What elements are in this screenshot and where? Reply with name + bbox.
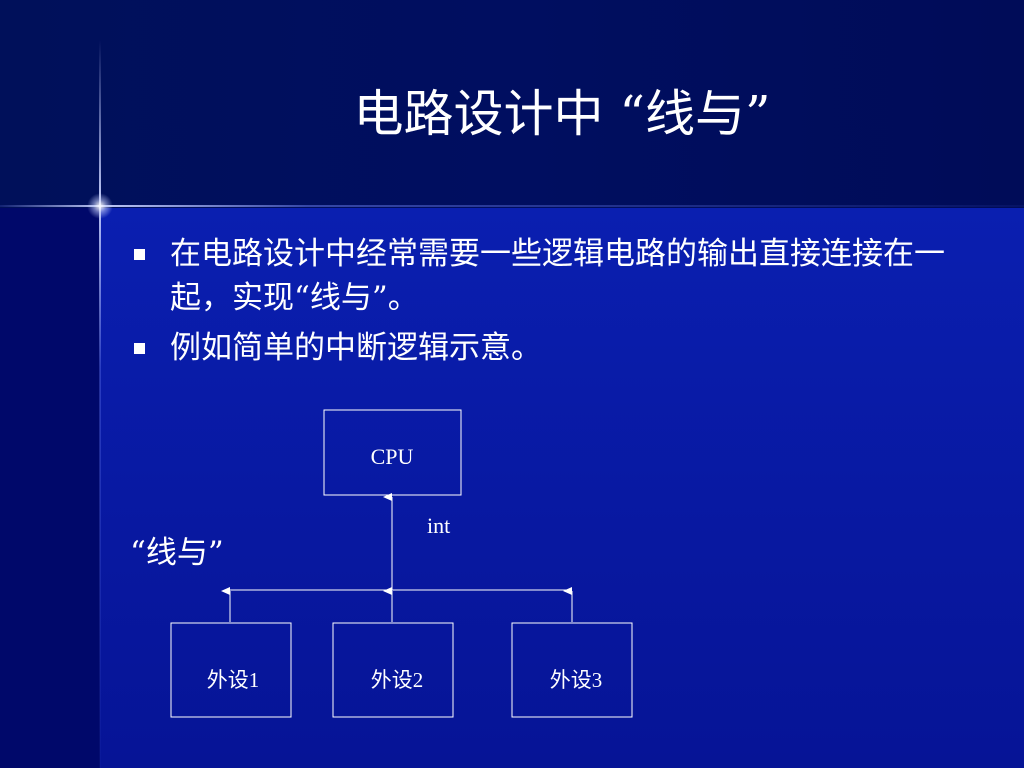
bullet-item-1: 在电路设计中经常需要一些逻辑电路的输出直接连接在一起，实现“线与”。 <box>128 232 948 320</box>
square-bullet-icon <box>134 343 145 354</box>
cpu-box <box>323 409 462 496</box>
cpu-label: CPU <box>371 444 414 469</box>
title-band <box>0 0 1024 208</box>
bullet-text-2: 例如简单的中断逻辑示意。 <box>170 330 542 366</box>
bullet-list: 在电路设计中经常需要一些逻辑电路的输出直接连接在一起，实现“线与”。 例如简单的… <box>128 232 948 376</box>
peripheral-2-label: 外设2 <box>371 668 424 692</box>
peripheral-1-box <box>170 622 292 718</box>
peripheral-2-box <box>332 622 454 718</box>
sparkle-icon <box>87 193 113 219</box>
bullet-text-1: 在电路设计中经常需要一些逻辑电路的输出直接连接在一起，实现“线与”。 <box>170 236 945 316</box>
peripheral-3-box <box>511 622 633 718</box>
vertical-accent-line <box>99 40 101 768</box>
wired-and-label: “线与” <box>130 535 224 571</box>
bullet-item-2: 例如简单的中断逻辑示意。 <box>128 326 948 370</box>
content-band <box>100 208 1024 768</box>
peripheral-1-label: 外设1 <box>207 668 260 692</box>
slide-title: 电路设计中 “线与” <box>353 85 771 143</box>
int-label: int <box>427 513 450 538</box>
peripheral-3-label: 外设3 <box>550 668 603 692</box>
left-margin-band <box>0 208 100 768</box>
square-bullet-icon <box>134 249 145 260</box>
horizontal-accent-line <box>0 205 1024 207</box>
